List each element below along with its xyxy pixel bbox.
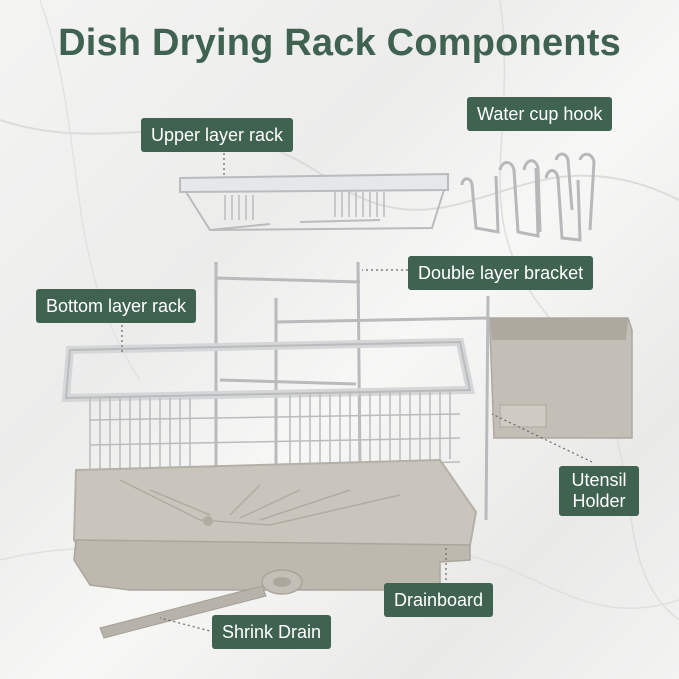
utensil-holder-label: Utensil Holder (559, 466, 639, 516)
shrink-drain-image (99, 569, 303, 639)
utensil-holder-label-line1: Utensil (571, 470, 627, 490)
utensil-holder-label-line2: Holder (572, 491, 626, 511)
double-layer-bracket-image (214, 261, 490, 540)
water-cup-hook-label: Water cup hook (467, 97, 613, 131)
utensil-holder-image (489, 317, 633, 439)
bottom-layer-rack-label: Bottom layer rack (36, 289, 197, 323)
shrink-drain-label: Shrink Drain (212, 615, 332, 649)
double-layer-bracket-label: Double layer bracket (408, 256, 594, 290)
drainboard-image (72, 458, 478, 591)
bottom-layer-rack-image (61, 337, 475, 471)
upper-layer-rack-image (179, 172, 449, 232)
drainboard-label: Drainboard (384, 583, 494, 617)
page-title: Dish Drying Rack Components (58, 22, 621, 64)
upper-layer-rack-label: Upper layer rack (141, 118, 294, 152)
water-cup-hook-image (460, 152, 596, 242)
